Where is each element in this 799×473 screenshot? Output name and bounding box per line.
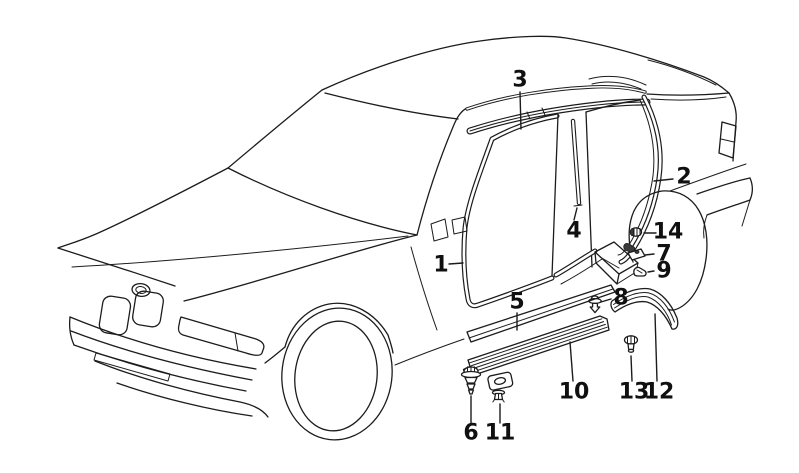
b-pillar-trim <box>570 118 583 207</box>
part-number-label-5: 5 <box>509 290 524 315</box>
leader-line-7 <box>644 253 655 256</box>
leader-line-1 <box>448 262 464 265</box>
sill-strip-front <box>466 284 616 343</box>
screw-13 <box>623 335 639 353</box>
part-number-label-3: 3 <box>512 68 527 93</box>
roof-edge <box>465 85 647 111</box>
roof-drip-rail-trim <box>466 98 651 135</box>
sill-strip-main <box>462 315 610 378</box>
leader-line-10 <box>569 341 574 382</box>
part-number-label-11: 11 <box>485 421 516 446</box>
headlight <box>177 316 265 356</box>
part-number-label-14: 14 <box>653 220 684 245</box>
part-number-label-9: 9 <box>656 259 671 284</box>
grommet-14 <box>629 227 643 237</box>
bracket-7 <box>623 243 646 261</box>
rear-bumper <box>669 163 753 239</box>
part-number-label-8: 8 <box>613 286 628 311</box>
rear-wheel-arch <box>628 190 708 311</box>
far-side-structures <box>430 216 468 242</box>
part-number-label-2: 2 <box>676 165 691 190</box>
front-bumper <box>68 316 269 418</box>
hook-9 <box>633 266 647 277</box>
front-door-aperture-seal <box>461 113 560 309</box>
leader-line-3 <box>519 91 522 130</box>
part-number-label-1: 1 <box>433 253 448 278</box>
car-body-outline <box>57 35 730 366</box>
front-kidney-grille <box>98 290 164 336</box>
clip-grommet-6 <box>460 365 482 395</box>
leader-line-8 <box>600 298 612 303</box>
clip-plate-11 <box>487 371 514 403</box>
rear-door-aperture <box>553 99 655 285</box>
leader-line-12 <box>654 313 658 382</box>
part-number-label-12: 12 <box>644 380 675 405</box>
brand-roundel <box>131 282 151 298</box>
a-pillar <box>416 107 468 236</box>
part-number-label-13: 13 <box>619 380 650 405</box>
leader-line-9 <box>647 270 655 273</box>
leader-line-13 <box>630 355 633 382</box>
leader-line-4 <box>573 207 578 221</box>
b-pillar <box>551 111 593 277</box>
front-wheel <box>281 307 393 441</box>
part-number-label-6: 6 <box>463 421 478 446</box>
rear-door-aperture-seal <box>618 94 663 265</box>
tail-light <box>718 121 737 162</box>
leader-line-2 <box>653 178 674 182</box>
wheel-arch-strip <box>610 287 679 330</box>
rear-sill-end <box>594 241 639 285</box>
part-number-label-10: 10 <box>559 380 590 405</box>
part-number-label-4: 4 <box>566 219 581 244</box>
part-number-label-7: 7 <box>656 242 671 267</box>
rear-deck <box>588 59 737 123</box>
